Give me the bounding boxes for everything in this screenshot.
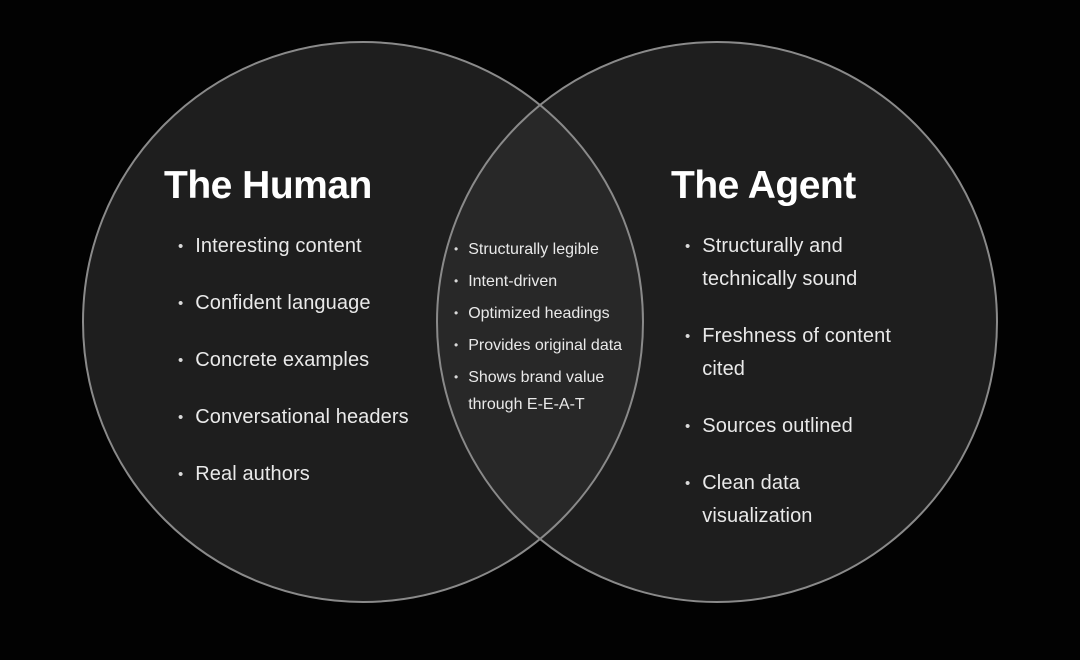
bullet-icon: •: [454, 338, 459, 352]
bullet-icon: •: [178, 352, 184, 369]
list-item: • Structurally legible: [454, 236, 638, 263]
list-item: • Real authors: [178, 458, 440, 491]
bullet-icon: •: [685, 475, 691, 492]
list-item: • Shows brand value through E-E-A-T: [454, 364, 638, 418]
list-item: • Interesting content: [178, 230, 440, 263]
list-item: • Freshness of content cited: [685, 320, 913, 386]
bullet-icon: •: [454, 370, 459, 384]
list-item: • Optimized headings: [454, 300, 638, 327]
list-item: • Confident language: [178, 287, 440, 320]
list-item: • Intent-driven: [454, 268, 638, 295]
list-item: • Clean data visualization: [685, 467, 913, 533]
right-circle-title: The Agent: [671, 164, 856, 207]
bullet-icon: •: [454, 274, 459, 288]
bullet-icon: •: [178, 238, 184, 255]
bullet-icon: •: [454, 306, 459, 320]
right-circle-list: • Structurally and technically sound • F…: [685, 230, 913, 557]
bullet-icon: •: [685, 418, 691, 435]
overlap-lens: [436, 105, 644, 539]
bullet-icon: •: [178, 409, 184, 426]
left-circle-title: The Human: [164, 164, 372, 207]
left-circle-outline: [82, 41, 644, 603]
list-item: • Concrete examples: [178, 344, 440, 377]
list-item: • Structurally and technically sound: [685, 230, 913, 296]
bullet-icon: •: [685, 238, 691, 255]
bullet-icon: •: [178, 295, 184, 312]
list-item: • Provides original data: [454, 332, 638, 359]
overlap-list: • Structurally legible • Intent-driven •…: [454, 236, 638, 423]
list-item: • Conversational headers: [178, 401, 440, 434]
left-circle-list: • Interesting content • Confident langua…: [178, 230, 440, 515]
list-item: • Sources outlined: [685, 410, 913, 443]
right-circle-outline: [436, 41, 998, 603]
bullet-icon: •: [178, 466, 184, 483]
bullet-icon: •: [454, 242, 459, 256]
bullet-icon: •: [685, 328, 691, 345]
